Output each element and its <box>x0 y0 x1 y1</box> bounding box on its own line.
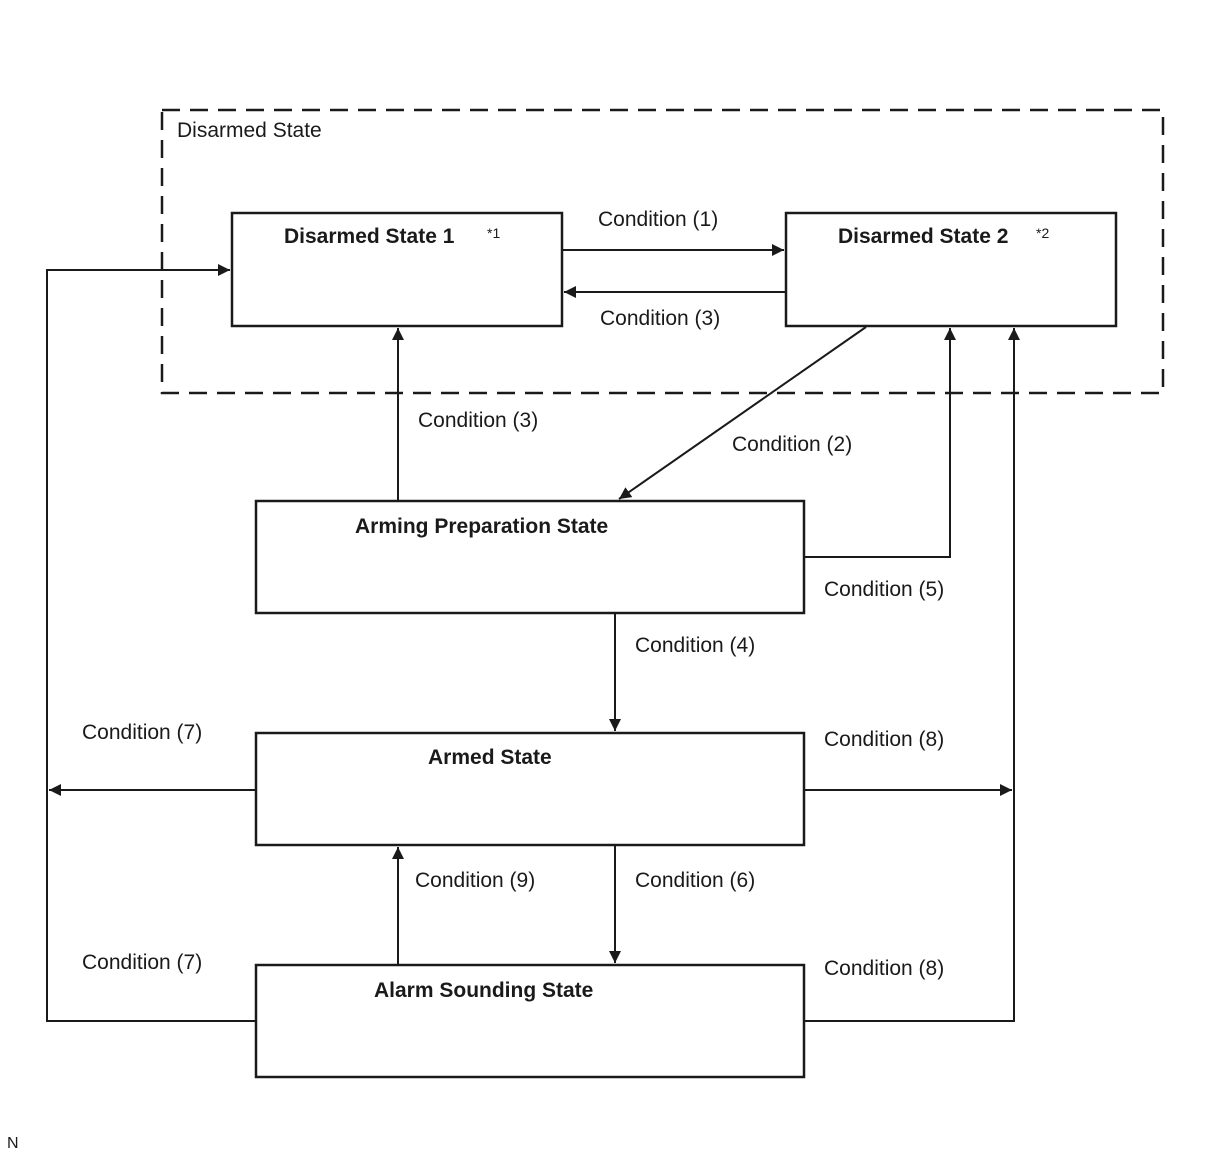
condition-7-upper-label: Condition (7) <box>82 721 202 744</box>
condition-3-top-label: Condition (3) <box>600 307 720 330</box>
transition-c2-arrow <box>618 326 867 500</box>
figure-code: N <box>7 1135 19 1152</box>
condition-2-label: Condition (2) <box>732 433 852 456</box>
state-disarmed-1-note: *1 <box>487 225 500 241</box>
condition-7-lower-label: Condition (7) <box>82 951 202 974</box>
state-armed-title: Armed State <box>428 746 552 769</box>
state-alarm-sounding: Alarm Sounding State <box>254 963 806 1079</box>
transition-c8-bus-arrow <box>804 328 1020 1022</box>
condition-8-lower-label: Condition (8) <box>824 957 944 980</box>
condition-8-upper-label: Condition (8) <box>824 728 944 751</box>
condition-4-label: Condition (4) <box>635 634 755 657</box>
state-alarm-sounding-title: Alarm Sounding State <box>374 979 593 1002</box>
state-disarmed-2-note: *2 <box>1036 225 1049 241</box>
condition-6-label: Condition (6) <box>635 869 755 892</box>
state-disarmed-1: Disarmed State 1 *1 <box>230 211 564 328</box>
condition-1-label: Condition (1) <box>598 208 718 231</box>
state-arming-preparation-title: Arming Preparation State <box>355 515 608 538</box>
condition-5-label: Condition (5) <box>824 578 944 601</box>
condition-3-left-label: Condition (3) <box>418 409 538 432</box>
state-armed: Armed State <box>254 731 806 847</box>
state-disarmed-1-title: Disarmed State 1 <box>284 225 455 248</box>
transition-c7-bus-arrow <box>46 264 256 1022</box>
state-disarmed-2: Disarmed State 2 *2 <box>784 211 1118 328</box>
disarmed-state-group-label: Disarmed State <box>177 119 322 142</box>
transition-c5-arrow <box>804 328 956 558</box>
state-arming-preparation: Arming Preparation State <box>254 499 806 615</box>
state-disarmed-2-title: Disarmed State 2 <box>838 225 1008 248</box>
condition-9-label: Condition (9) <box>415 869 535 892</box>
